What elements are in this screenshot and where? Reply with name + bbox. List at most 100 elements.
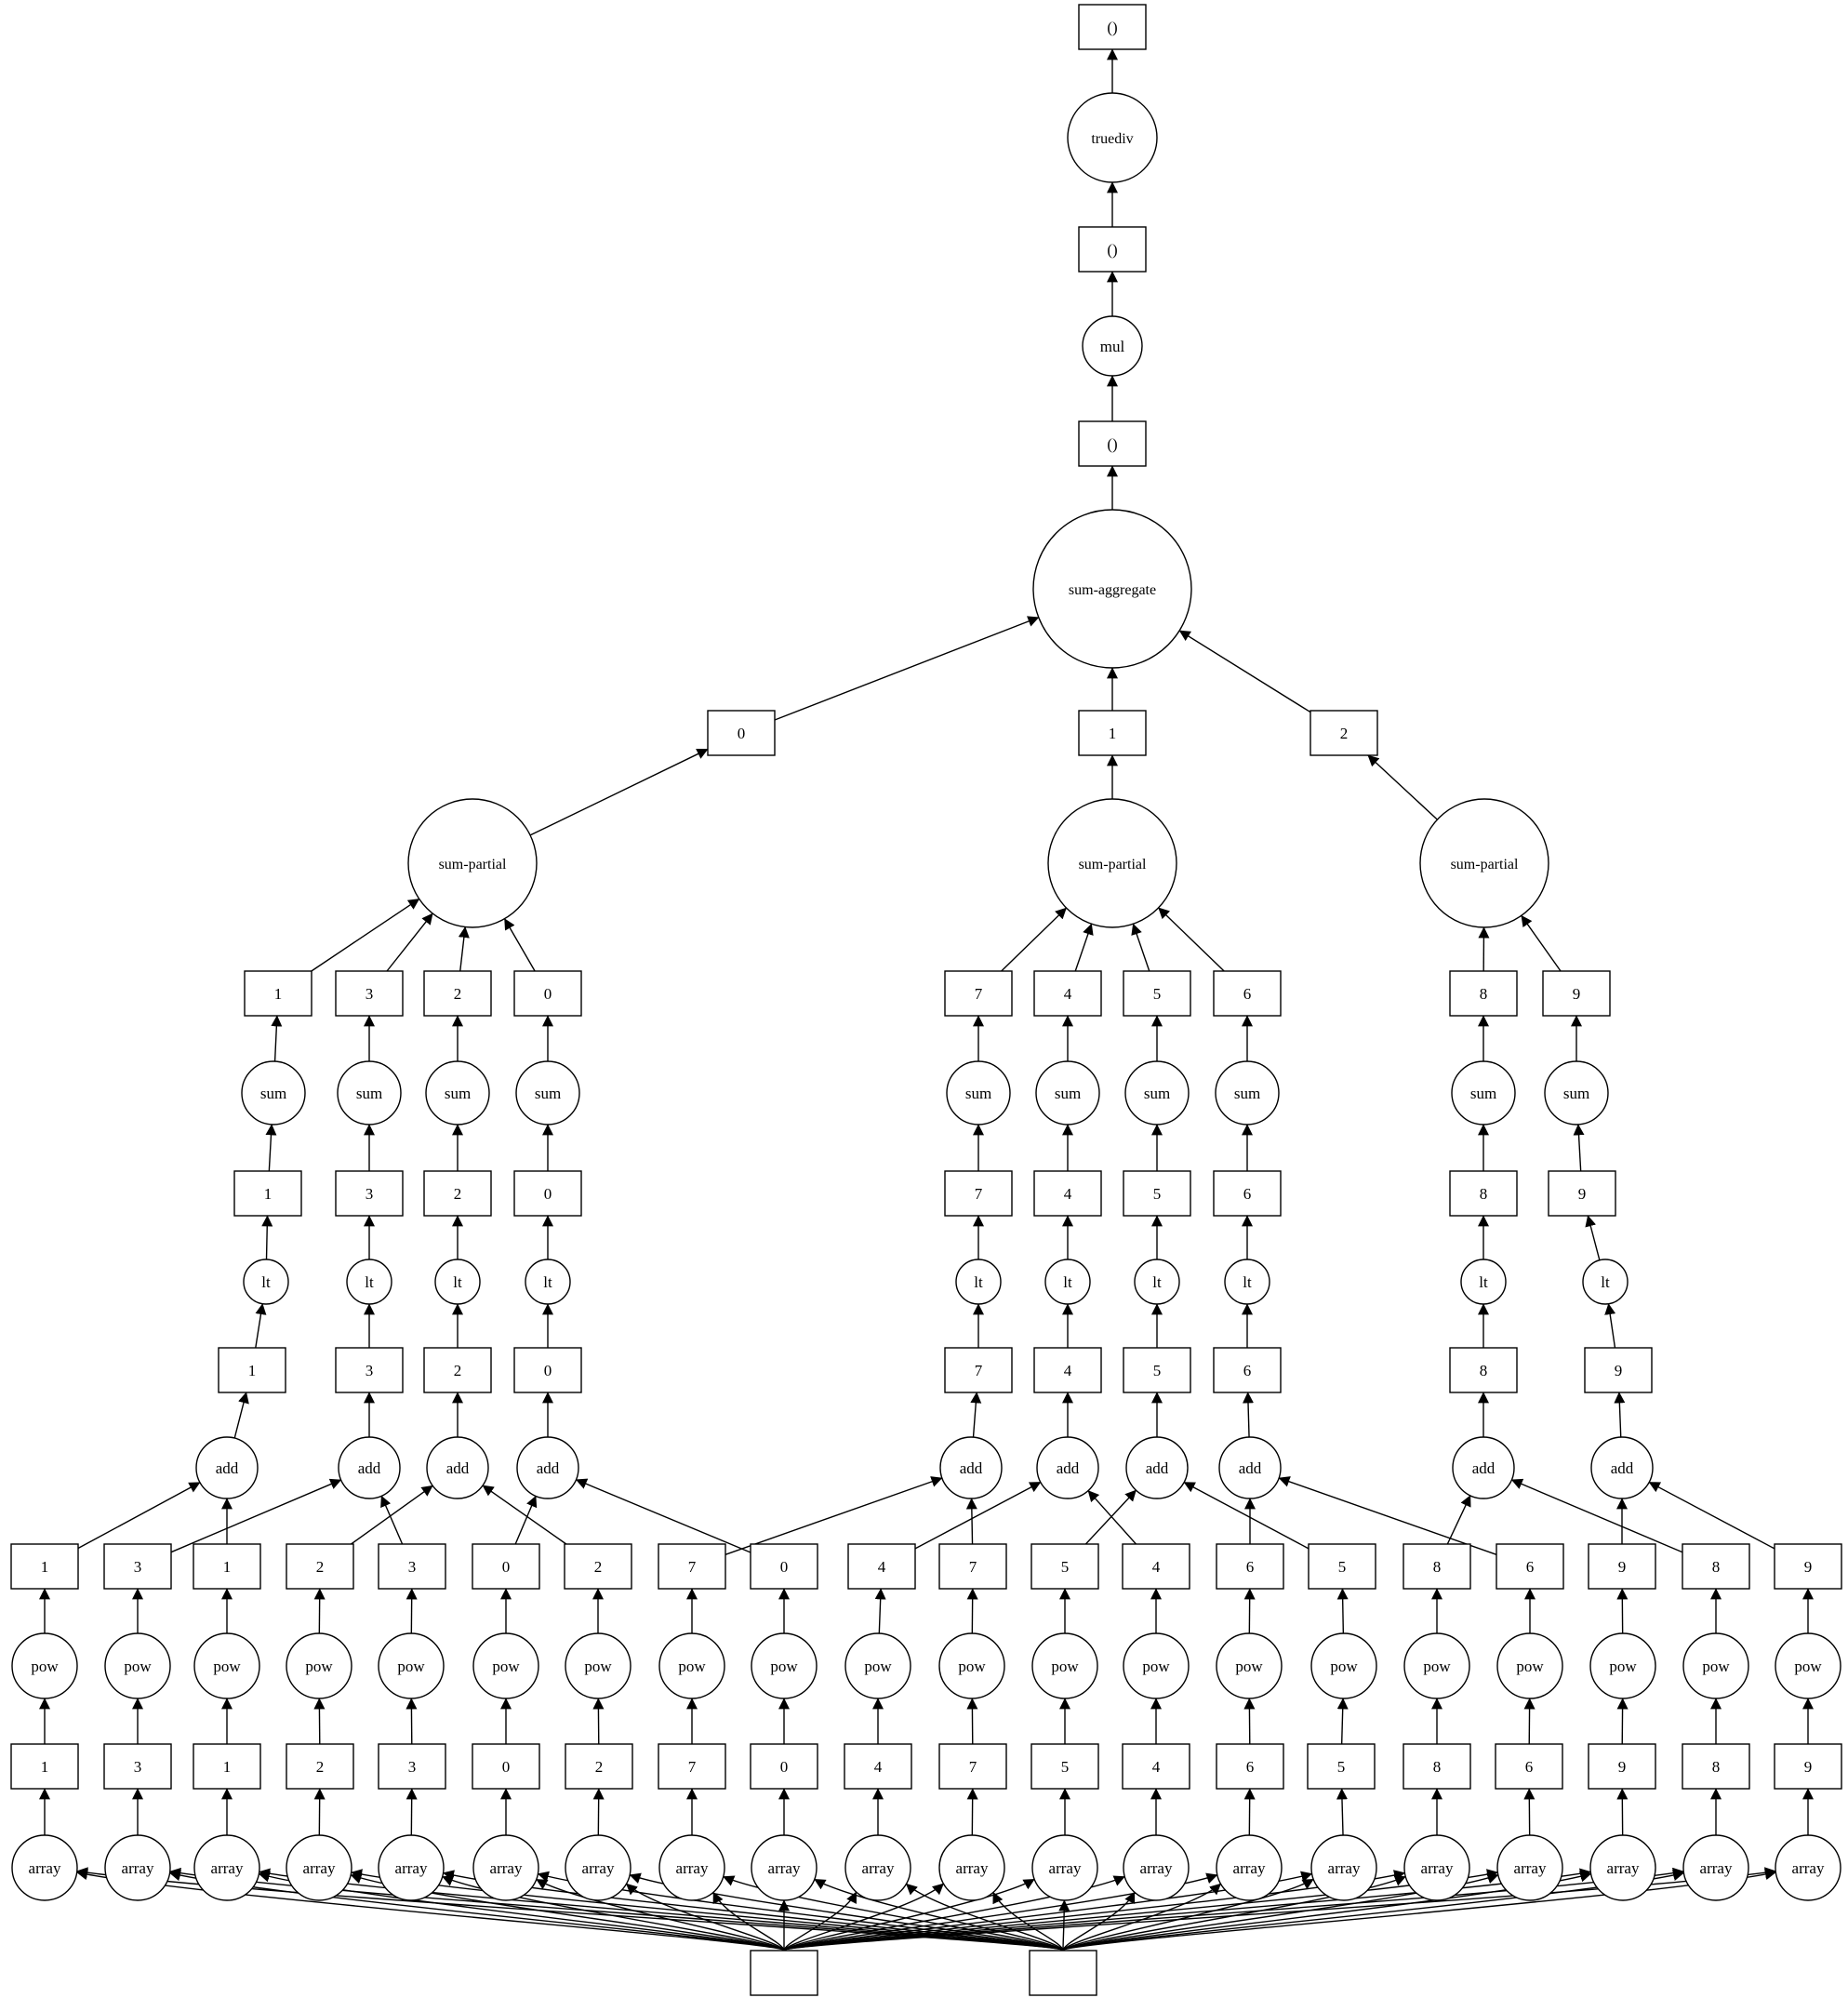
- node-label: sum: [445, 1085, 471, 1102]
- node-label: mul: [1100, 338, 1125, 355]
- op-node-sum6: sum: [1215, 1060, 1280, 1126]
- node-label: 5: [1153, 985, 1162, 1003]
- op-node-pw9: pow: [751, 1632, 818, 1699]
- node-box: [658, 1743, 726, 1790]
- node-circle: [1124, 1060, 1190, 1126]
- node-box: [944, 1347, 1013, 1393]
- node-box: [1449, 1347, 1518, 1393]
- node-box: [938, 1743, 1007, 1790]
- key-node-q12: 5: [1030, 1543, 1099, 1590]
- node-label: array: [303, 1859, 336, 1877]
- node-circle: [378, 1632, 445, 1699]
- key-node-r14: 6: [1216, 1743, 1284, 1790]
- node-circle: [844, 1834, 911, 1901]
- node-circle: [1682, 1834, 1749, 1901]
- edge-ar15-to-r15: [1336, 1788, 1348, 1836]
- edge-q12-to-add5: [1084, 1489, 1137, 1545]
- op-node-spR: sum-partial: [1419, 798, 1549, 928]
- key-node-p1: 1: [1078, 710, 1147, 756]
- node-circle: [407, 798, 538, 928]
- node-circle: [565, 1834, 632, 1901]
- node-box: [1588, 1543, 1656, 1590]
- edge-q13-to-add4: [1087, 1490, 1137, 1545]
- node-circle: [1682, 1632, 1749, 1699]
- node-label: lt: [365, 1273, 374, 1291]
- key-node-r17: 6: [1495, 1743, 1563, 1790]
- node-box: [564, 1543, 632, 1590]
- op-node-spM: sum-partial: [1047, 798, 1177, 928]
- op-node-ar11: array: [938, 1834, 1005, 1901]
- edge-q16-to-add8: [1446, 1495, 1471, 1545]
- edge-srcB-to-ar15: [1062, 1878, 1314, 1951]
- node-circle: [938, 1632, 1005, 1699]
- node-box: [1216, 1543, 1284, 1590]
- node-circle: [1134, 1259, 1180, 1305]
- node-label: 3: [134, 1758, 142, 1776]
- node-circle: [1216, 1632, 1283, 1699]
- op-node-ar16: array: [1403, 1834, 1470, 1901]
- node-box: [1584, 1347, 1653, 1393]
- node-label: lt: [1601, 1273, 1610, 1291]
- node-box: [1122, 1743, 1190, 1790]
- node-label: add: [358, 1459, 381, 1477]
- key-node-srcB: [1029, 1950, 1097, 1996]
- op-node-lt8: lt: [1460, 1259, 1507, 1305]
- node-label: lt: [974, 1273, 983, 1291]
- op-node-ar13: array: [1123, 1834, 1190, 1901]
- node-circle: [1031, 1632, 1098, 1699]
- op-node-mul: mul: [1082, 315, 1143, 377]
- node-label: 5: [1338, 1558, 1347, 1576]
- edge-s4-to-spM: [1074, 923, 1094, 972]
- node-box: [10, 1543, 79, 1590]
- edge-srcA-to-ar5: [442, 1875, 785, 1951]
- node-label: add: [216, 1459, 239, 1477]
- node-circle: [939, 1436, 1003, 1499]
- node-box: [286, 1743, 354, 1790]
- op-node-ar9: array: [751, 1834, 818, 1901]
- node-label: pow: [1051, 1658, 1079, 1675]
- key-node-a2: 2: [423, 1347, 492, 1393]
- node-box: [244, 970, 312, 1017]
- key-node-q15: 5: [1308, 1543, 1376, 1590]
- node-box: [750, 1743, 818, 1790]
- key-node-srcA: [750, 1950, 818, 1996]
- node-circle: [193, 1632, 260, 1699]
- key-node-l5: 5: [1123, 1170, 1191, 1217]
- node-circle: [11, 1632, 78, 1699]
- edge-q8-to-add7: [725, 1476, 943, 1555]
- node-circle: [1582, 1259, 1629, 1305]
- edge-add1-to-a1: [233, 1392, 249, 1439]
- op-node-sum1: sum: [241, 1060, 306, 1126]
- op-node-lt3: lt: [346, 1259, 392, 1305]
- edge-q15-to-add5: [1183, 1481, 1310, 1550]
- key-node-l1: 1: [233, 1170, 302, 1217]
- node-box: [1029, 1950, 1097, 1996]
- op-node-sum4: sum: [1035, 1060, 1100, 1126]
- node-box: [944, 970, 1013, 1017]
- op-node-truediv: truediv: [1067, 92, 1158, 183]
- node-box: [1122, 1543, 1190, 1590]
- key-node-r5: 3: [378, 1743, 446, 1790]
- node-circle: [346, 1259, 392, 1305]
- node-label: 7: [969, 1758, 977, 1776]
- node-circle: [425, 1060, 490, 1126]
- node-circle: [1082, 315, 1143, 377]
- node-box: [1403, 1543, 1471, 1590]
- op-node-pw16: pow: [1403, 1632, 1470, 1699]
- op-node-ar3: array: [193, 1834, 260, 1901]
- node-label: truediv: [1091, 131, 1133, 147]
- node-circle: [565, 1632, 632, 1699]
- node-label: 7: [688, 1558, 697, 1576]
- key-node-r2: 3: [103, 1743, 172, 1790]
- edge-s3-to-spL: [386, 912, 433, 972]
- key-node-q6: 0: [472, 1543, 540, 1590]
- node-label: pow: [1609, 1658, 1637, 1675]
- node-label: 4: [878, 1558, 886, 1576]
- op-node-agg: sum-aggregate: [1032, 509, 1192, 669]
- node-box: [1403, 1743, 1471, 1790]
- op-node-add5: add: [1125, 1436, 1189, 1499]
- op-node-ar5: array: [378, 1834, 445, 1901]
- edge-s9-to-spR: [1521, 914, 1562, 972]
- key-node-r3: 1: [193, 1743, 261, 1790]
- op-node-lt1: lt: [243, 1259, 289, 1305]
